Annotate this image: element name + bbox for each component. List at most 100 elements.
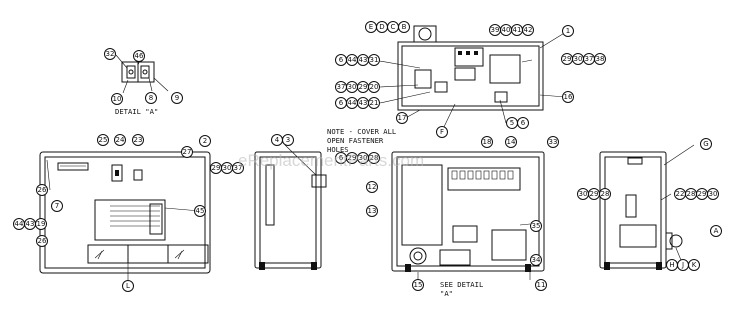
- svg-text:22: 22: [676, 190, 685, 198]
- svg-text:10: 10: [113, 95, 122, 103]
- svg-text:7: 7: [55, 202, 59, 210]
- callout-open-34: 34: [530, 254, 542, 266]
- svg-text:43: 43: [359, 99, 368, 107]
- svg-text:5: 5: [510, 119, 514, 127]
- svg-text:42: 42: [524, 26, 533, 34]
- svg-text:21: 21: [370, 99, 379, 107]
- svg-text:J: J: [681, 261, 684, 269]
- callout-open-11: 11: [535, 279, 547, 291]
- callout-front-27: 27: [181, 146, 193, 158]
- callout-top-C: C: [387, 21, 399, 33]
- callout-top-42: 42: [522, 24, 534, 36]
- svg-text:8: 8: [149, 94, 153, 102]
- svg-text:"A": "A": [440, 289, 453, 298]
- watermark-text: eReplacementParts.com: [238, 151, 424, 170]
- svg-text:30: 30: [348, 83, 357, 91]
- svg-text:28: 28: [687, 190, 696, 198]
- callout-top-B: B: [398, 21, 410, 33]
- callout-top-31: 31: [368, 54, 380, 66]
- callout-far-K: K: [688, 259, 700, 271]
- svg-text:F: F: [440, 128, 444, 136]
- svg-text:19: 19: [37, 220, 46, 228]
- svg-text:NOTE - COVER ALL: NOTE - COVER ALL: [327, 127, 396, 136]
- svg-text:C: C: [391, 23, 396, 31]
- svg-text:44: 44: [15, 220, 24, 228]
- svg-text:15: 15: [414, 281, 423, 289]
- callout-far-30b: 30: [707, 188, 719, 200]
- svg-text:11: 11: [537, 281, 546, 289]
- svg-text:2: 2: [203, 137, 207, 145]
- callout-top-29b: 29: [357, 81, 369, 93]
- callout-front-30: 30: [221, 162, 233, 174]
- svg-text:23: 23: [134, 136, 143, 144]
- svg-text:9: 9: [175, 94, 179, 102]
- far-right-side-drawing: [599, 144, 695, 270]
- callout-left-3: 3: [282, 134, 294, 146]
- front-open-drawing: [391, 151, 545, 280]
- svg-text:6: 6: [339, 99, 344, 107]
- front-cover-drawing: [39, 151, 211, 285]
- svg-text:OPEN FASTENER: OPEN FASTENER: [327, 136, 384, 145]
- svg-text:20: 20: [370, 83, 379, 91]
- svg-text:35: 35: [532, 222, 541, 230]
- svg-text:14: 14: [507, 138, 516, 146]
- callout-top-1: 1: [562, 25, 574, 37]
- svg-text:28: 28: [370, 154, 379, 162]
- callout-right-29: 29: [346, 152, 358, 164]
- callout-far-29a: 29: [588, 188, 600, 200]
- svg-text:24: 24: [116, 136, 125, 144]
- svg-text:25: 25: [99, 136, 108, 144]
- callout-top-6b: 6: [335, 97, 347, 109]
- callout-top-38: 38: [594, 53, 606, 65]
- svg-text:32: 32: [106, 50, 115, 58]
- callout-detail-10: 10: [111, 93, 123, 105]
- svg-text:33: 33: [549, 138, 558, 146]
- callout-open-35: 35: [530, 220, 542, 232]
- callout-far-30a: 30: [577, 188, 589, 200]
- svg-text:28: 28: [601, 190, 610, 198]
- svg-text:44: 44: [348, 99, 357, 107]
- callout-open-12: 12: [366, 181, 378, 193]
- svg-text:30: 30: [579, 190, 588, 198]
- svg-text:H: H: [669, 261, 674, 269]
- left-side-drawing: [254, 144, 327, 270]
- callout-top-F: F: [436, 126, 448, 138]
- see-detail-a-note: SEE DETAIL "A": [440, 280, 483, 298]
- callout-front-25: 25: [97, 134, 109, 146]
- svg-text:B: B: [402, 23, 407, 31]
- callout-top-30b: 30: [346, 81, 358, 93]
- svg-text:37: 37: [337, 83, 346, 91]
- svg-text:3: 3: [286, 136, 290, 144]
- svg-text:30: 30: [709, 190, 718, 198]
- svg-text:37: 37: [234, 164, 243, 172]
- svg-text:45: 45: [196, 207, 205, 215]
- callout-detail-46: 46: [133, 50, 145, 62]
- callout-far-G: G: [700, 138, 712, 150]
- callout-right-28: 28: [368, 152, 380, 164]
- svg-text:26: 26: [38, 186, 47, 194]
- svg-text:41: 41: [513, 26, 522, 34]
- callout-front-24: 24: [114, 134, 126, 146]
- svg-text:29: 29: [348, 154, 357, 162]
- callout-front-29: 29: [210, 162, 222, 174]
- callout-top-37a: 37: [583, 53, 595, 65]
- callout-top-41: 41: [511, 24, 523, 36]
- svg-text:29: 29: [590, 190, 599, 198]
- callout-top-44b: 44: [346, 97, 358, 109]
- callout-top-44a: 44: [346, 54, 358, 66]
- callout-top-D: D: [376, 21, 388, 33]
- callout-top-21: 21: [368, 97, 380, 109]
- callout-top-20: 20: [368, 81, 380, 93]
- svg-text:29: 29: [563, 55, 572, 63]
- svg-text:40: 40: [502, 26, 511, 34]
- callout-front-7: 7: [51, 200, 63, 212]
- svg-text:26: 26: [38, 237, 47, 245]
- callout-open-15: 15: [412, 279, 424, 291]
- callout-top-E: E: [365, 21, 377, 33]
- svg-text:6: 6: [339, 56, 344, 64]
- svg-text:6: 6: [339, 154, 344, 162]
- detail-a-label: DETAIL "A": [115, 107, 158, 116]
- svg-text:6: 6: [521, 119, 526, 127]
- callout-top-6a: 6: [335, 54, 347, 66]
